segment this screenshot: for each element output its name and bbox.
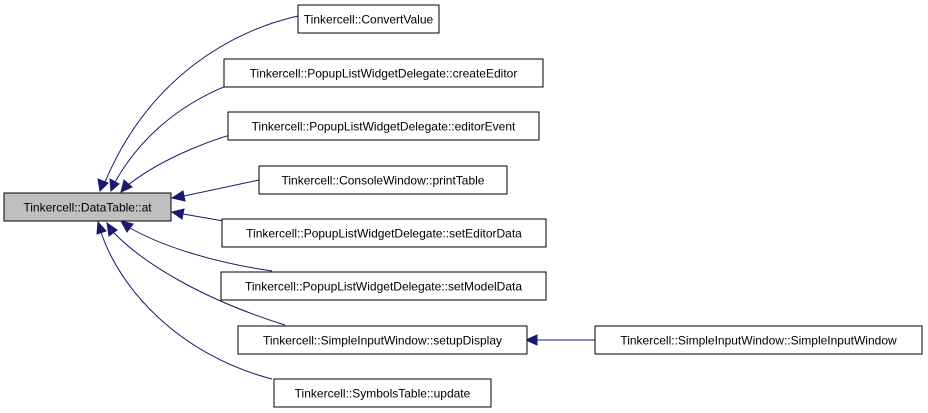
node-create-editor[interactable]: Tinkercell::PopupListWidgetDelegate::cre… <box>223 58 544 88</box>
edges <box>96 15 595 380</box>
edge-set-model-data-to-at <box>129 227 273 272</box>
node-update-box <box>273 378 492 408</box>
edge-setup-display-to-at-arrowhead <box>106 221 118 237</box>
node-setup-display-label: Tinkercell::SimpleInputWindow::setupDisp… <box>263 334 502 348</box>
edge-setup-display-to-at <box>112 231 286 326</box>
node-set-editor-data[interactable]: Tinkercell::PopupListWidgetDelegate::set… <box>221 218 547 248</box>
node-create-editor-box <box>223 58 544 88</box>
node-convert-value-label: Tinkercell::ConvertValue <box>304 13 434 27</box>
node-convert-value-box <box>297 4 440 34</box>
edge-simple-input-window-to-setup-display-arrowhead <box>524 334 538 346</box>
node-set-editor-data-box <box>221 218 547 248</box>
node-update[interactable]: Tinkercell::SymbolsTable::update <box>273 378 492 408</box>
node-simple-input-window-box <box>594 325 923 355</box>
edge-convert-value-to-at-arrowhead <box>97 178 109 193</box>
edge-print-table-to-at <box>183 179 260 197</box>
node-at-box <box>3 192 172 222</box>
node-setup-display-box <box>237 325 528 355</box>
node-editor-event[interactable]: Tinkercell::PopupListWidgetDelegate::edi… <box>227 111 540 141</box>
edge-convert-value-to-at <box>104 15 299 183</box>
nodes: Tinkercell::DataTable::at Tinkercell::Co… <box>3 4 923 408</box>
node-at[interactable]: Tinkercell::DataTable::at <box>3 192 172 222</box>
node-simple-input-window[interactable]: Tinkercell::SimpleInputWindow::SimpleInp… <box>594 325 923 355</box>
node-set-model-data-label: Tinkercell::PopupListWidgetDelegate::set… <box>245 280 522 294</box>
edge-editor-event-to-at-arrowhead <box>120 179 133 193</box>
edge-set-editor-data-to-at-arrowhead <box>170 208 185 220</box>
node-simple-input-window-label: Tinkercell::SimpleInputWindow::SimpleInp… <box>620 334 897 348</box>
node-convert-value[interactable]: Tinkercell::ConvertValue <box>297 4 440 34</box>
node-create-editor-label: Tinkercell::PopupListWidgetDelegate::cre… <box>250 67 518 81</box>
node-setup-display[interactable]: Tinkercell::SimpleInputWindow::setupDisp… <box>237 325 528 355</box>
node-set-model-data[interactable]: Tinkercell::PopupListWidgetDelegate::set… <box>220 271 547 301</box>
node-print-table-label: Tinkercell::ConsoleWindow::printTable <box>282 174 485 188</box>
node-print-table-box <box>258 165 508 195</box>
edge-set-model-data-to-at-arrowhead <box>120 220 134 233</box>
node-set-model-data-box <box>220 271 547 301</box>
edge-update-to-at-arrowhead <box>96 220 107 235</box>
node-editor-event-label: Tinkercell::PopupListWidgetDelegate::edi… <box>252 120 516 134</box>
edge-update-to-at <box>100 231 273 380</box>
edge-create-editor-to-at-arrowhead <box>109 178 120 193</box>
node-update-label: Tinkercell::SymbolsTable::update <box>295 387 471 401</box>
node-set-editor-data-label: Tinkercell::PopupListWidgetDelegate::set… <box>246 227 522 241</box>
node-editor-event-box <box>227 111 540 141</box>
edge-print-table-to-at-arrowhead <box>170 190 186 202</box>
node-print-table[interactable]: Tinkercell::ConsoleWindow::printTable <box>258 165 508 195</box>
node-at-label: Tinkercell::DataTable::at <box>23 201 152 215</box>
